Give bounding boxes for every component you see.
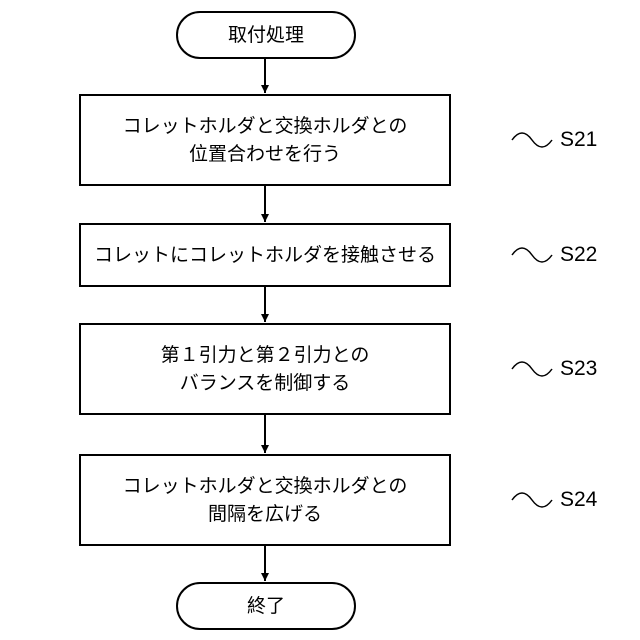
step-label-s22: コレットにコレットホルダを接触させる (80, 224, 450, 286)
start-label: 取付処理 (177, 12, 355, 58)
leader-s24 (512, 493, 552, 507)
step-s23-line-2: バランスを制御する (161, 369, 370, 398)
step-id-s21: S21 (560, 128, 597, 152)
leader-s21 (512, 133, 552, 147)
step-id-s22: S22 (560, 243, 597, 267)
step-s23-line-1: 第１引力と第２引力との (161, 341, 370, 370)
step-s21-line-1: コレットホルダと交換ホルダとの (123, 112, 408, 141)
step-s21-line-2: 位置合わせを行う (123, 140, 408, 169)
step-s24-line-1: コレットホルダと交換ホルダとの (123, 472, 408, 501)
step-id-s24: S24 (560, 488, 597, 512)
step-s22-line-1: コレットにコレットホルダを接触させる (94, 241, 436, 270)
step-label-s23: 第１引力と第２引力との バランスを制御する (80, 324, 450, 414)
step-label-s24: コレットホルダと交換ホルダとの 間隔を広げる (80, 455, 450, 545)
end-label: 終了 (177, 583, 355, 629)
leader-s23 (512, 362, 552, 376)
step-s24-line-2: 間隔を広げる (123, 500, 408, 529)
leader-s22 (512, 248, 552, 262)
end-label-text: 終了 (247, 592, 285, 621)
step-id-s23: S23 (560, 357, 597, 381)
start-label-text: 取付処理 (228, 21, 304, 50)
step-label-s21: コレットホルダと交換ホルダとの 位置合わせを行う (80, 95, 450, 185)
